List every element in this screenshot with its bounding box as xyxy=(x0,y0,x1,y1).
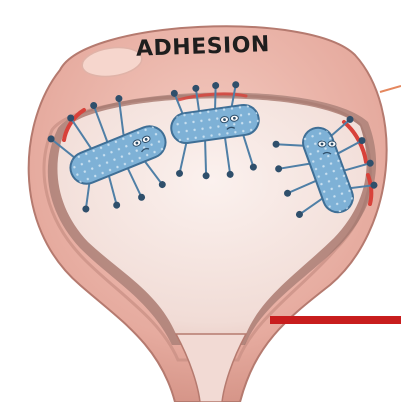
pointer-line xyxy=(270,316,401,324)
callout-line xyxy=(380,86,401,92)
